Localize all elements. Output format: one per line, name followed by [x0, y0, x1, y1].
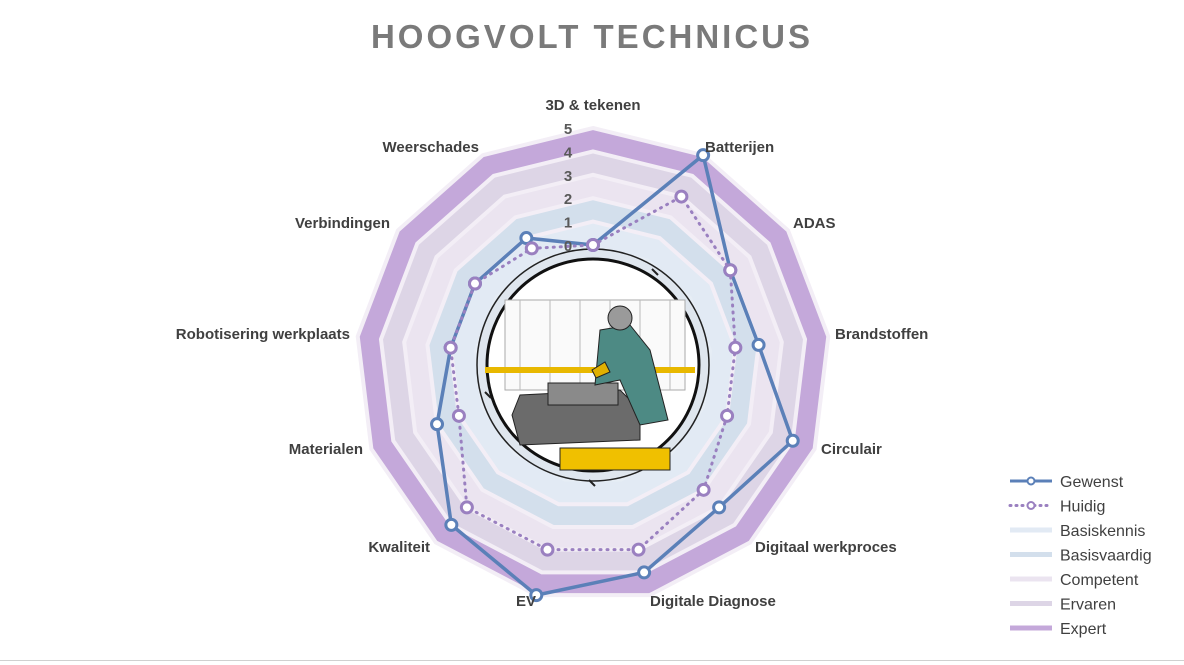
- data-point-gewenst-5: [712, 500, 727, 515]
- data-point-huidig-11: [467, 276, 482, 291]
- tick-label: 0: [564, 238, 572, 255]
- ring-gap: [588, 479, 596, 487]
- axis-label: Kwaliteit: [368, 539, 430, 556]
- axis-label: Circulair: [821, 441, 882, 458]
- battery-pack: [547, 382, 619, 406]
- tick-label: 2: [564, 191, 572, 208]
- legend-label: Basiskennis: [1060, 523, 1145, 540]
- legend-item-huidig: Huidig: [1008, 499, 1105, 516]
- axis-label: Digitaal werkproces: [755, 539, 897, 556]
- tick-label: 4: [564, 144, 573, 161]
- technician-body: [594, 324, 669, 426]
- series-line-gewenst: [435, 153, 795, 597]
- tick-label: 3: [564, 168, 572, 185]
- axis-label: 3D & tekenen: [545, 97, 640, 114]
- data-point-huidig-10: [443, 340, 458, 355]
- data-point-gewenst-1: [696, 148, 711, 163]
- data-point-gewenst-6: [637, 565, 652, 580]
- legend-item-expert: Expert: [1010, 621, 1107, 638]
- legend-label: Ervaren: [1060, 597, 1116, 614]
- data-point-huidig-3: [728, 340, 743, 355]
- legend-item-ervaren: Ervaren: [1010, 597, 1116, 614]
- hazard-stripe: [559, 447, 671, 471]
- barrier-tape: [485, 367, 695, 373]
- technician-glove: [591, 361, 611, 379]
- data-point-huidig-1: [674, 189, 689, 204]
- data-point-gewenst-7: [529, 588, 544, 603]
- data-point-huidig-12: [524, 241, 539, 256]
- data-point-huidig-6: [631, 542, 646, 557]
- tick-label: 1: [564, 215, 572, 232]
- legend-label: Huidig: [1060, 499, 1105, 516]
- legend-item-competent: Competent: [1010, 572, 1139, 589]
- axis-label: EV: [516, 593, 536, 610]
- axis-label: Robotisering werkplaats: [176, 326, 350, 343]
- technician-helmet: [607, 305, 633, 331]
- axis-label: Weerschades: [383, 139, 479, 156]
- data-point-gewenst-8: [444, 517, 459, 532]
- data-point-gewenst-4: [785, 433, 800, 448]
- chart-title: HOOGVOLT TECHNICUS: [370, 18, 814, 55]
- axis-label: Brandstoffen: [835, 326, 928, 343]
- legend-marker: [1026, 476, 1036, 486]
- legend-label: Expert: [1060, 621, 1107, 638]
- data-point-huidig-9: [451, 408, 466, 423]
- center-illustration: [476, 248, 710, 487]
- data-point-huidig-2: [723, 263, 738, 278]
- data-point-huidig-8: [459, 500, 474, 515]
- axis-label: Verbindingen: [295, 215, 390, 232]
- data-point-gewenst-9: [430, 417, 445, 432]
- tick-label: 5: [564, 121, 572, 138]
- data-point-huidig-5: [696, 482, 711, 497]
- ring-gap: [484, 391, 492, 399]
- legend-item-basisvaardig: Basisvaardig: [1010, 548, 1152, 565]
- data-point-huidig-4: [720, 408, 735, 423]
- legend-marker: [1026, 501, 1036, 510]
- data-point-huidig-0: [586, 238, 600, 252]
- legend-label: Competent: [1060, 572, 1139, 589]
- series-line-huidig: [449, 195, 737, 552]
- axis-label: Materialen: [289, 441, 363, 458]
- data-point-gewenst-3: [751, 337, 766, 352]
- legend-item-basiskennis: Basiskennis: [1010, 523, 1145, 540]
- axis-label: ADAS: [793, 215, 836, 232]
- bottom-divider: [0, 660, 1184, 661]
- legend-label: Gewenst: [1060, 474, 1124, 491]
- legend-label: Basisvaardig: [1060, 548, 1152, 565]
- ring-gap: [651, 268, 659, 276]
- legend-item-gewenst: Gewenst: [1010, 474, 1124, 491]
- axis-label: Digitale Diagnose: [650, 593, 776, 610]
- axis-label: Batterijen: [705, 139, 774, 156]
- data-point-gewenst-12: [519, 231, 534, 246]
- data-point-huidig-7: [540, 542, 555, 557]
